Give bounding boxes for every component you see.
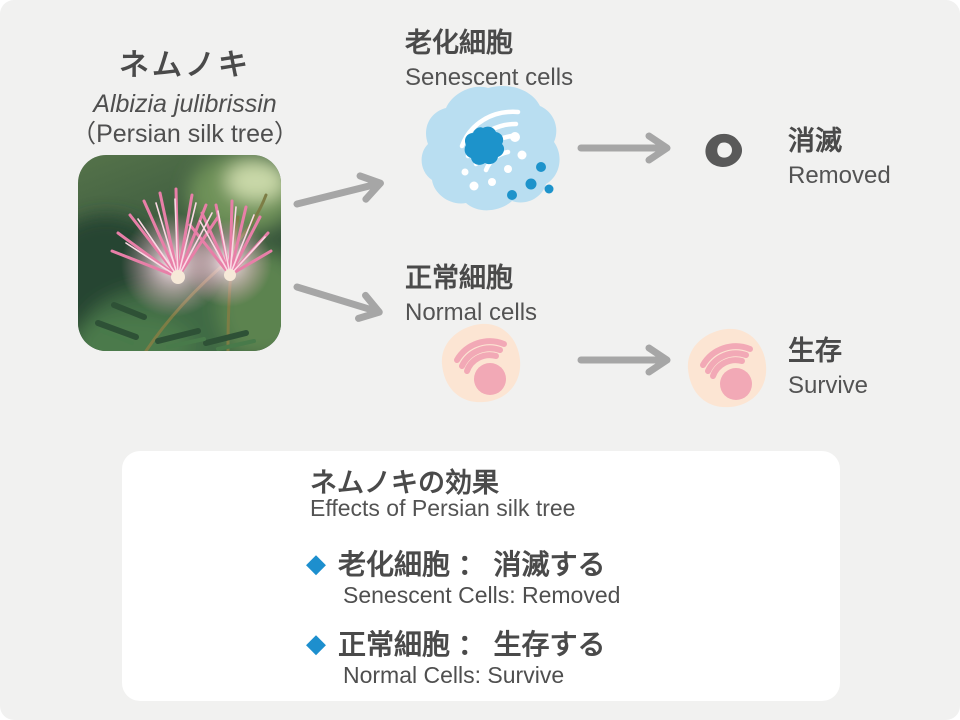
plant-title-block: ネムノキ Albizia julibrissin （Persian silk t… [30,48,340,150]
card-title-en: Effects of Persian silk tree [310,495,576,521]
normal-cell-icon [441,323,521,403]
arrow-plant-to-normal [293,283,383,322]
removed-cell-icon [705,133,743,167]
normal-label-ja: 正常細胞 [405,263,513,293]
bullet-normal-en: Normal Cells: Survive [343,662,565,688]
senescent-cells-label: 老化細胞 Senescent cells [405,28,573,93]
senescent-label-ja: 老化細胞 [405,28,513,58]
removed-label-en: Removed [788,162,891,190]
removed-label: 消滅 Removed [788,126,891,191]
arrow-normal-to-survive [577,344,671,376]
plant-name-latin: Albizia julibrissin [93,89,277,118]
persian-silk-tree-photo [78,155,281,351]
senescent-cell-icon [421,86,560,211]
effects-summary-card: ネムノキの効果 Effects of Persian silk tree ◆ 老… [122,451,840,701]
survive-label: 生存 Survive [788,336,868,401]
survive-label-ja: 生存 [788,336,842,366]
flower-photo-art [78,155,281,351]
normal-label-en: Normal cells [405,299,538,327]
diamond-bullet-icon: ◆ [306,548,326,578]
bullet-normal: ◆ 正常細胞 ： 生存する [306,623,606,663]
card-title-ja: ネムノキの効果 [310,468,499,498]
survive-label-en: Survive [788,372,869,400]
arrow-senescent-to-removed [577,132,671,164]
removed-label-ja: 消滅 [788,126,842,156]
bullet-senescent: ◆ 老化細胞 ： 消滅する [306,543,606,583]
arrow-plant-to-senescent [293,172,384,208]
diamond-bullet-icon: ◆ [306,628,326,658]
bullet-senescent-ja: 老化細胞 ： 消滅する [338,549,606,580]
bullet-normal-ja: 正常細胞 ： 生存する [338,629,606,660]
surviving-cell-icon [687,328,767,408]
senescent-label-en: Senescent cells [405,64,574,92]
plant-name-japanese: ネムノキ [119,49,251,82]
plant-name-english: （Persian silk tree） [71,120,299,149]
normal-cells-label: 正常細胞 Normal cells [405,263,537,328]
bullet-senescent-en: Senescent Cells: Removed [343,582,621,608]
